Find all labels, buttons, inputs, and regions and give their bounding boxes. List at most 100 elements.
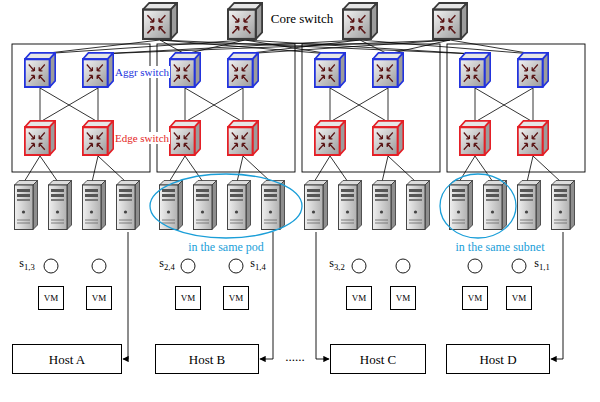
host-box: Host A	[12, 344, 122, 374]
pod-frame	[447, 44, 585, 172]
vm-box: VM	[175, 286, 201, 310]
pod-frame	[12, 44, 150, 172]
server	[552, 181, 575, 230]
vm-box: VM	[506, 286, 532, 310]
edge-server-link	[237, 156, 243, 182]
host-arrow	[123, 232, 128, 359]
host-arrow	[551, 232, 563, 359]
edge-server-link	[388, 156, 416, 182]
pod-frame	[302, 44, 440, 172]
aggr-edge-link	[40, 88, 98, 122]
edge-switch	[518, 121, 548, 155]
edge-server-link	[243, 156, 271, 182]
server	[407, 181, 430, 230]
server	[484, 181, 507, 230]
subscript: 2,4	[164, 262, 175, 272]
aggr-switch	[460, 53, 490, 87]
service-circle	[396, 259, 410, 273]
service-circle	[44, 259, 58, 273]
vm-label: VM	[229, 294, 244, 303]
edge-server-link	[98, 156, 126, 182]
server	[450, 181, 473, 230]
pod-ellipse	[150, 174, 302, 238]
vm-box: VM	[86, 286, 112, 310]
aggr-edge-link	[185, 88, 186, 122]
vm-box: VM	[390, 286, 416, 310]
aggr-switch	[518, 53, 548, 87]
server	[228, 181, 251, 230]
vm-box: VM	[462, 286, 488, 310]
host-label: Host D	[479, 353, 516, 366]
edge-server-link	[459, 156, 475, 182]
core-aggr-link	[160, 40, 330, 54]
aggr-edge-link	[330, 88, 388, 122]
edge-server-link	[533, 156, 561, 182]
subscript: 1,3	[24, 262, 35, 272]
aggr-edge-link	[185, 88, 243, 122]
aggr-edge-link	[243, 88, 244, 122]
aggr-edge-link	[475, 88, 533, 122]
core-switch	[433, 3, 467, 39]
vm-label: VM	[468, 294, 483, 303]
service-label: s1,4	[249, 257, 266, 270]
aggr-edge-link	[388, 88, 389, 122]
service-circle	[181, 259, 195, 273]
service-circle	[512, 259, 526, 273]
aggr-edge-link	[40, 88, 41, 122]
edge-server-link	[330, 156, 348, 182]
pod-frame	[157, 44, 295, 172]
core-switch	[228, 3, 262, 39]
core-aggr-link	[450, 40, 533, 54]
tier-label: Edge switch	[114, 132, 170, 144]
edge-server-link	[314, 156, 330, 182]
edge-switch	[460, 121, 490, 155]
subscript: 1,1	[539, 262, 550, 272]
server	[305, 181, 328, 230]
group-label: in the same subnet	[455, 241, 546, 254]
edge-switch	[25, 121, 55, 155]
edge-switch	[373, 121, 403, 155]
service-label: s2,4	[158, 257, 175, 270]
server	[262, 181, 285, 230]
edge-server-link	[382, 156, 388, 182]
server	[83, 181, 106, 230]
aggr-edge-link	[98, 88, 99, 122]
host-label: Host A	[49, 353, 85, 366]
edge-switch	[228, 121, 258, 155]
service-label: s3,2	[328, 257, 345, 270]
core-aggr-link	[360, 40, 533, 54]
edge-switch	[170, 121, 200, 155]
aggr-switch	[83, 53, 113, 87]
server	[194, 181, 217, 230]
vm-box: VM	[38, 286, 64, 310]
aggr-edge-link	[185, 88, 243, 122]
edge-server-link	[475, 156, 493, 182]
vm-box: VM	[346, 286, 372, 310]
host-arrow	[316, 232, 329, 359]
aggr-switch	[373, 53, 403, 87]
aggr-edge-link	[330, 88, 331, 122]
aggr-switch	[315, 53, 345, 87]
aggr-edge-link	[40, 88, 98, 122]
edge-switch	[83, 121, 113, 155]
server	[373, 181, 396, 230]
host-box: Host C	[330, 344, 426, 374]
ellipsis-label: ......	[284, 350, 306, 364]
server	[518, 181, 541, 230]
tier-label: Core switch	[270, 12, 334, 26]
server	[49, 181, 72, 230]
vm-label: VM	[396, 294, 411, 303]
vm-box: VM	[223, 286, 249, 310]
vm-label: VM	[512, 294, 527, 303]
edge-server-link	[527, 156, 533, 182]
edge-server-link	[169, 156, 185, 182]
aggr-edge-link	[533, 88, 534, 122]
edge-switch	[315, 121, 345, 155]
subscript: 1,4	[255, 262, 266, 272]
aggr-switch	[228, 53, 258, 87]
edge-server-link	[24, 156, 40, 182]
service-label: s1,3	[18, 257, 35, 270]
aggr-switch	[170, 53, 200, 87]
tier-label: Aggr switch	[114, 66, 170, 78]
